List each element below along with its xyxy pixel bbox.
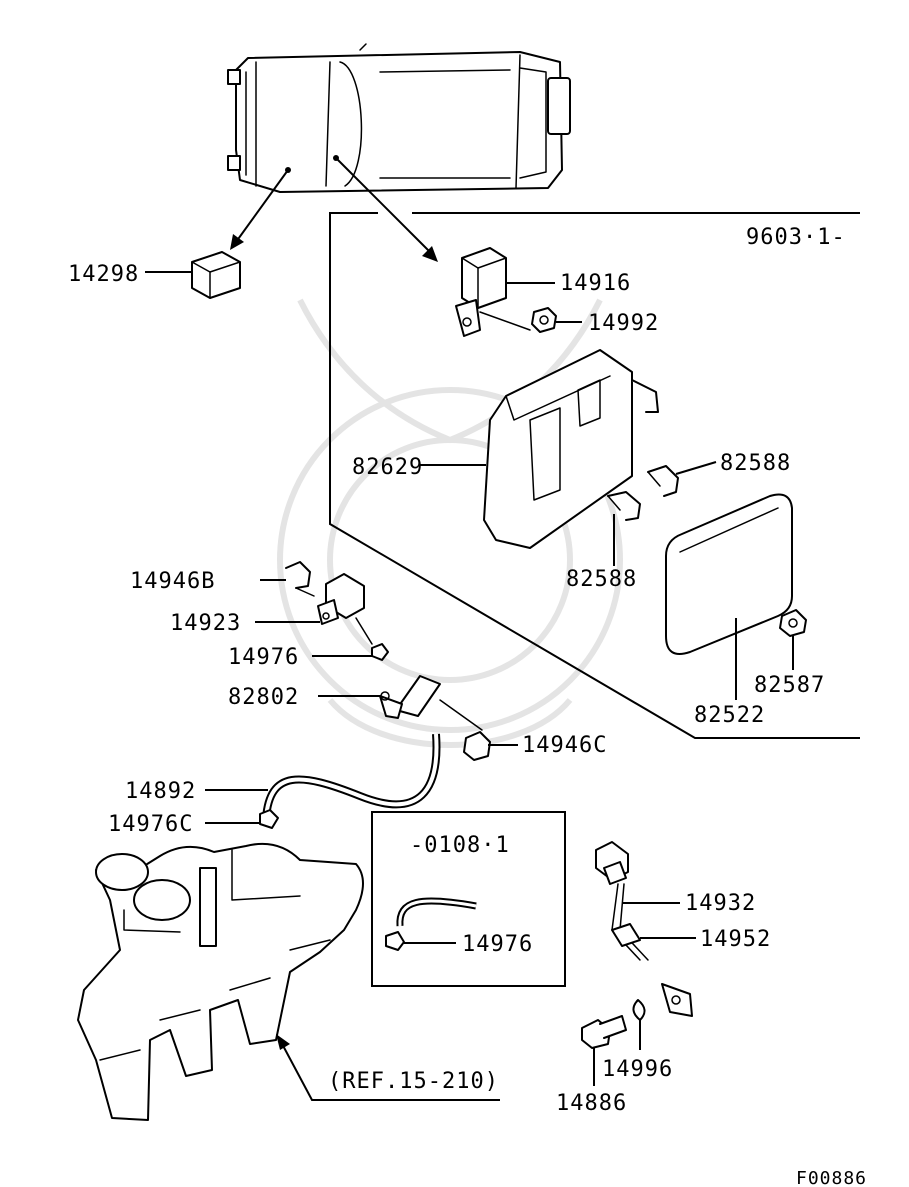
ecu-cover-82522	[665, 493, 793, 700]
label-14976: 14976	[228, 645, 299, 670]
sensor-14952	[611, 923, 696, 1017]
clamp-14976	[312, 643, 389, 661]
part-labels: 9603·1- -0108·1 (REF.15-210) F00886 1429…	[68, 225, 867, 1187]
bolt-82588-lower	[607, 491, 641, 566]
vehicle-outline	[227, 43, 571, 193]
ecu-bracket-82629	[420, 349, 659, 549]
bolt-82588-upper	[647, 461, 717, 497]
label-82629: 82629	[352, 455, 423, 480]
sensor-harness-14932	[595, 841, 680, 961]
label-14992: 14992	[588, 311, 659, 336]
label-82802: 82802	[228, 685, 299, 710]
bolt-14946C	[439, 699, 518, 761]
label-82587: 82587	[754, 673, 825, 698]
intake-manifold	[77, 842, 364, 1121]
bolt-14946B	[260, 561, 315, 597]
bolt-14886	[581, 1015, 627, 1086]
bracket-82802	[318, 675, 441, 719]
date-range-inset: -0108·1	[410, 833, 510, 858]
label-14976C: 14976C	[108, 812, 193, 837]
label-14932: 14932	[685, 891, 756, 916]
label-14952: 14952	[700, 927, 771, 952]
upper-box-frame	[329, 212, 860, 739]
reference-leader	[276, 1034, 500, 1101]
relay-14916	[455, 247, 555, 337]
relay-14298	[145, 251, 241, 299]
hose-14892	[205, 733, 441, 819]
location-arrows	[230, 155, 438, 262]
inset-box	[371, 811, 566, 987]
label-82588-lower: 82588	[566, 567, 637, 592]
label-14892: 14892	[125, 779, 196, 804]
sheet-code: F00886	[796, 1168, 867, 1187]
nut-14992	[479, 307, 582, 333]
date-range-upper: 9603·1-	[746, 225, 846, 250]
solenoid-14923	[255, 573, 373, 645]
label-14976-inset: 14976	[462, 932, 533, 957]
clamp-14976C	[205, 809, 279, 829]
label-14996: 14996	[602, 1057, 673, 1082]
nut-82587	[779, 609, 807, 670]
label-14946C: 14946C	[522, 733, 607, 758]
label-14946B: 14946B	[130, 569, 215, 594]
label-14886: 14886	[556, 1091, 627, 1116]
clip-14996	[632, 999, 646, 1050]
reference-label: (REF.15-210)	[328, 1069, 499, 1094]
label-82588-upper: 82588	[720, 451, 791, 476]
label-14923: 14923	[170, 611, 241, 636]
label-14916: 14916	[560, 271, 631, 296]
label-14298: 14298	[68, 262, 139, 287]
label-82522: 82522	[694, 703, 765, 728]
watermark-logo	[277, 298, 623, 748]
